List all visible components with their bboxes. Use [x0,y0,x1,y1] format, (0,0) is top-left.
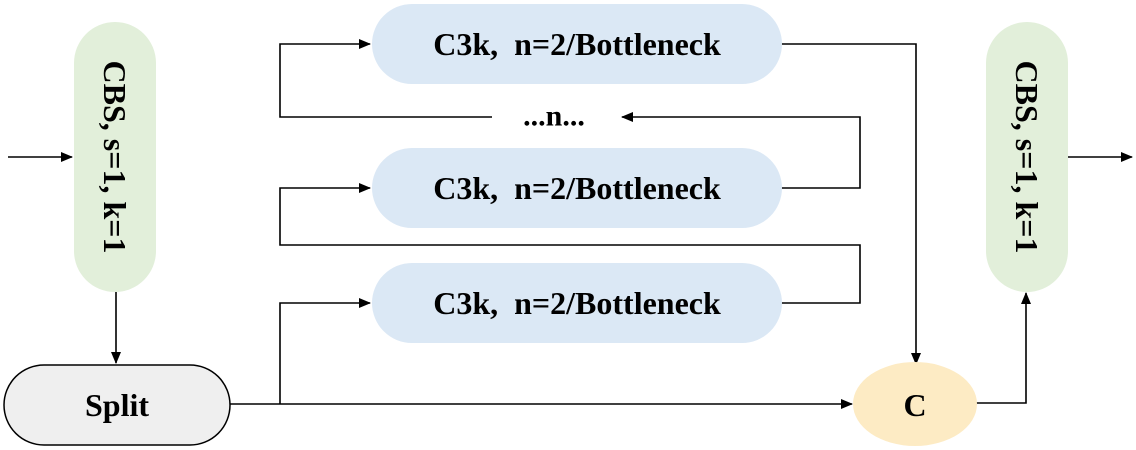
c3k-mid-box [372,148,782,228]
concat-ellipse [853,362,977,446]
concat-to-cbs-out-arrow [976,292,1031,404]
ellipsis-label: ...n... [523,100,585,133]
split-label: Split [85,387,149,423]
ellipsis-to-c3k-top-arrow [279,39,492,118]
cbs-input-box [74,22,156,292]
c3k-bottom-box [372,263,782,343]
c3k-top-box [372,4,782,84]
split-box [3,364,231,446]
c3k-top-label: C3k, n=2/Bottleneck [433,26,721,62]
concat-label: C [903,387,926,423]
split-node: Split [3,364,231,446]
split-to-c3k-bottom-arrow [279,298,371,404]
c3k-bottom-to-c3k-mid-arrow [279,183,861,304]
c3k-bottom-node: C3k, n=2/Bottleneck [372,263,782,343]
c3k-mid-to-ellipsis-arrow [621,112,861,189]
c3k-top-to-concat-arrow [780,43,921,365]
c3k-top-node: C3k, n=2/Bottleneck [372,4,782,84]
cbs-input-node: CBS, s=1, k=1 [74,22,156,292]
cbs-output-node: CBS, s=1, k=1 [986,22,1068,292]
c3k-mid-node: C3k, n=2/Bottleneck [372,148,782,228]
cbs-output-box [986,22,1068,292]
connectors [8,39,1133,409]
concat-node: C [853,362,977,446]
c3k-bottom-label: C3k, n=2/Bottleneck [433,285,721,321]
c3k-mid-label: C3k, n=2/Bottleneck [433,170,721,206]
cbs-input-label: CBS, s=1, k=1 [97,61,133,254]
cbs-output-label: CBS, s=1, k=1 [1009,61,1045,254]
